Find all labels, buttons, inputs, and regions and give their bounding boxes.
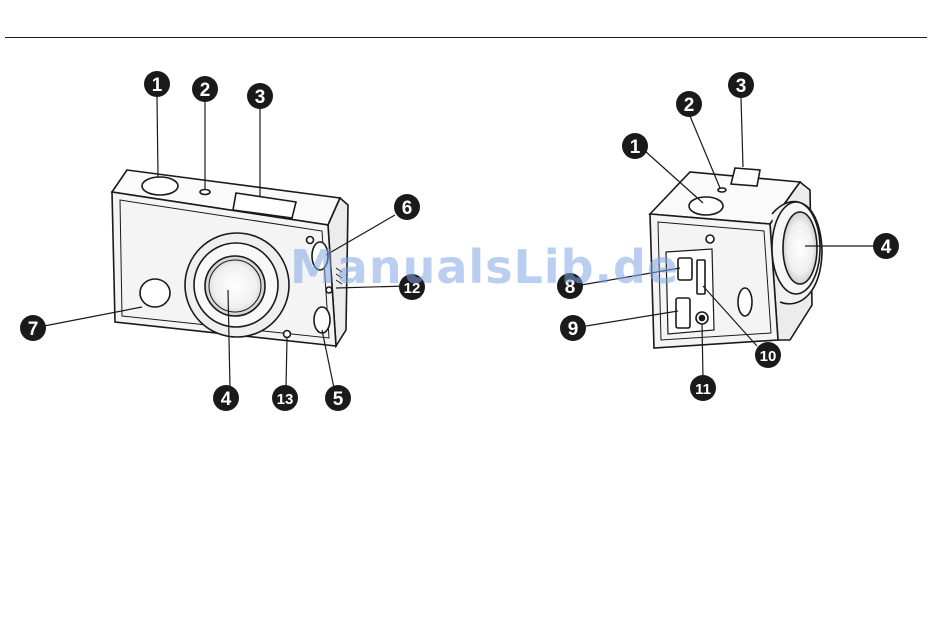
front-callout-1: 1: [144, 71, 170, 97]
back-callout-3: 3: [728, 72, 754, 98]
back-callout-1: 1: [622, 133, 648, 159]
watermark-text: ManualsLib.de: [290, 240, 679, 294]
back-callout-2: 2: [676, 91, 702, 117]
front-callout-2: 2: [192, 76, 218, 102]
svg-text:9: 9: [568, 319, 579, 340]
front-callout-3: 3: [247, 83, 273, 109]
svg-text:2: 2: [684, 95, 695, 116]
svg-text:4: 4: [881, 237, 892, 258]
front-callout-7: 7: [20, 315, 46, 341]
svg-text:13: 13: [277, 391, 294, 408]
back-callout-4: 4: [873, 233, 899, 259]
svg-text:2: 2: [200, 80, 211, 101]
svg-text:6: 6: [402, 198, 413, 219]
back-callout-10: 10: [755, 342, 781, 368]
svg-text:5: 5: [333, 389, 344, 410]
svg-text:1: 1: [152, 75, 163, 96]
back-callout-9: 9: [560, 315, 586, 341]
svg-text:11: 11: [695, 381, 711, 398]
svg-text:3: 3: [255, 87, 266, 108]
svg-text:7: 7: [28, 319, 39, 340]
front-callout-4: 4: [213, 385, 239, 411]
svg-text:10: 10: [760, 348, 777, 365]
front-callout-5: 5: [325, 385, 351, 411]
front-callout-13: 13: [272, 385, 298, 411]
svg-text:3: 3: [736, 76, 747, 97]
front-callout-6: 6: [394, 194, 420, 220]
svg-text:1: 1: [630, 137, 641, 158]
svg-text:4: 4: [221, 389, 232, 410]
back-callout-11: 11: [690, 375, 716, 401]
